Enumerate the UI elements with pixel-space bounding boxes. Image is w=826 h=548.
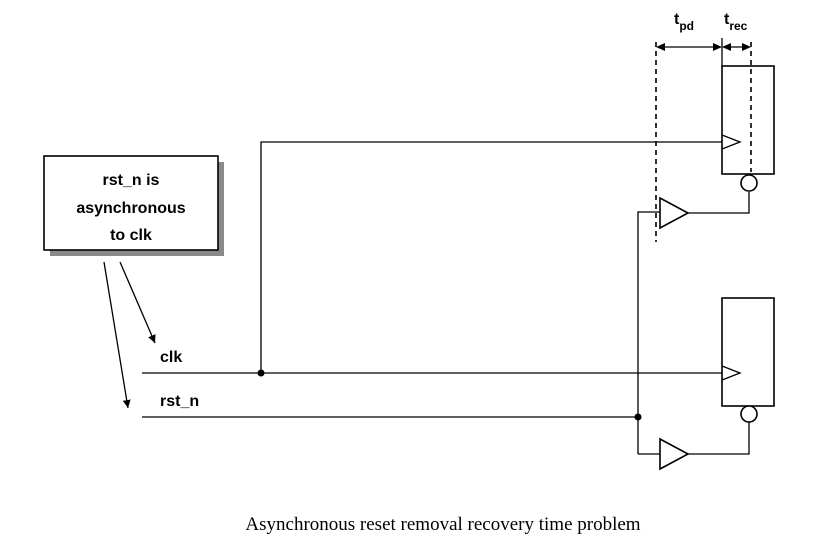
rst-n-label: rst_n bbox=[160, 393, 199, 410]
buffer-bottom bbox=[659, 421, 750, 471]
diagram-caption: Asynchronous reset removal recovery time… bbox=[245, 514, 640, 535]
clk-label: clk bbox=[160, 349, 182, 366]
note-line-1: rst_n is bbox=[103, 172, 160, 189]
rst-n-junction-dot bbox=[634, 413, 642, 421]
note-arrow-rst-n bbox=[103, 261, 131, 409]
note-line-2: asynchronous bbox=[76, 200, 185, 217]
rst-n-net bbox=[142, 211, 660, 455]
flip-flop-bottom bbox=[721, 297, 775, 423]
tpd-dimension-arrow bbox=[656, 38, 723, 66]
note-box: rst_n is asynchronous to clk bbox=[43, 155, 224, 256]
flip-flop-top bbox=[721, 65, 775, 192]
tpd-label: tpd bbox=[674, 11, 694, 33]
clk-net bbox=[142, 141, 722, 377]
note-arrow-clk bbox=[119, 261, 156, 344]
trec-label: trec bbox=[724, 11, 748, 33]
trec-dimension-arrow bbox=[722, 43, 751, 51]
buffer-top bbox=[659, 192, 750, 230]
reset-bubble-bottom bbox=[740, 405, 758, 423]
reset-bubble-top bbox=[740, 174, 758, 192]
note-line-3: to clk bbox=[110, 227, 152, 244]
clk-junction-dot bbox=[257, 369, 265, 377]
